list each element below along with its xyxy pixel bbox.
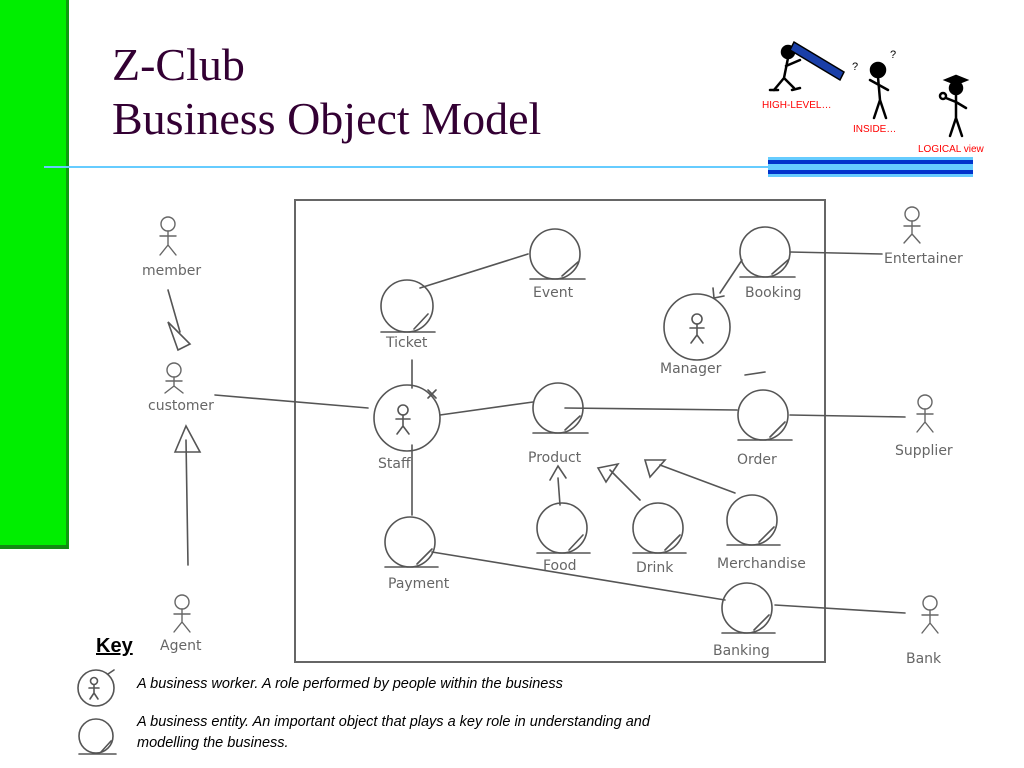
blue-stripe-block bbox=[768, 157, 973, 177]
actor-bank-label: Bank bbox=[906, 651, 942, 667]
inside-label: INSIDE… bbox=[853, 124, 897, 135]
entity-food-icon bbox=[536, 502, 591, 554]
title-underline bbox=[44, 166, 769, 168]
entity-food-label: Food bbox=[543, 558, 577, 574]
actor-customer-icon bbox=[164, 362, 184, 394]
entity-booking-label: Booking bbox=[745, 285, 802, 301]
actor-member-label: member bbox=[142, 263, 201, 279]
entity-product-label: Product bbox=[528, 450, 582, 466]
entity-payment-icon bbox=[384, 516, 439, 568]
entity-order-label: Order bbox=[737, 452, 777, 468]
green-accent-edge bbox=[66, 0, 69, 549]
svg-text:?: ? bbox=[852, 61, 858, 73]
actor-supplier-icon bbox=[916, 394, 934, 433]
key-worker-description: A business worker. A role performed by p… bbox=[137, 676, 563, 692]
entity-order-icon bbox=[737, 389, 793, 441]
green-accent-bar bbox=[0, 0, 66, 545]
slide-title-line1: Z-Club bbox=[112, 39, 245, 90]
logical-view-label: LOGICAL view bbox=[918, 144, 984, 155]
actor-member-icon bbox=[159, 216, 177, 256]
slide-title-line2: Business Object Model bbox=[112, 93, 542, 144]
actor-entertainer-label: Entertainer bbox=[884, 251, 963, 267]
entity-ticket-label: Ticket bbox=[385, 335, 428, 351]
green-accent-shadow bbox=[0, 545, 68, 549]
entity-banking-label: Banking bbox=[713, 643, 770, 659]
worker-staff-label: Staff bbox=[378, 456, 411, 472]
telescope-figure-icon: ? bbox=[768, 40, 858, 92]
key-entity-icon bbox=[78, 718, 117, 755]
worker-manager-label: Manager bbox=[660, 361, 722, 377]
inside-figure-icon: ? bbox=[868, 49, 896, 120]
actor-supplier-label: Supplier bbox=[895, 443, 953, 459]
entity-ticket-icon bbox=[380, 279, 436, 333]
business-boundary bbox=[294, 199, 826, 663]
key-worker-icon bbox=[77, 669, 115, 707]
key-title: Key bbox=[96, 635, 133, 657]
worker-manager-icon bbox=[663, 293, 731, 361]
entity-payment-label: Payment bbox=[388, 576, 450, 592]
entity-booking-icon bbox=[739, 226, 796, 278]
key-entity-description: A business entity. An important object t… bbox=[137, 714, 650, 751]
entity-banking-icon bbox=[721, 582, 776, 634]
entity-event-label: Event bbox=[533, 285, 574, 301]
actor-entertainer-icon bbox=[903, 206, 921, 244]
logical-figure-icon bbox=[938, 74, 970, 138]
actor-bank-icon bbox=[921, 595, 939, 634]
entity-merchandise-icon bbox=[726, 494, 781, 546]
actor-agent-icon bbox=[173, 594, 191, 633]
entity-product-icon bbox=[532, 382, 589, 434]
entity-event-icon bbox=[529, 228, 586, 280]
worker-staff-icon bbox=[373, 384, 441, 452]
slide-title: Z-Club Business Object Model bbox=[112, 38, 541, 146]
actor-customer-label: customer bbox=[148, 398, 214, 414]
entity-drink-icon bbox=[632, 502, 687, 554]
entity-drink-label: Drink bbox=[636, 560, 674, 576]
business-object-diagram: member customer Agent Entertainer Suppli… bbox=[142, 199, 963, 667]
high-level-label: HIGH-LEVEL… bbox=[762, 100, 832, 111]
view-cartoons: ? ? bbox=[768, 40, 970, 138]
actor-agent-label: Agent bbox=[160, 638, 202, 654]
svg-text:?: ? bbox=[890, 49, 896, 61]
entity-merchandise-label: Merchandise bbox=[717, 556, 806, 572]
